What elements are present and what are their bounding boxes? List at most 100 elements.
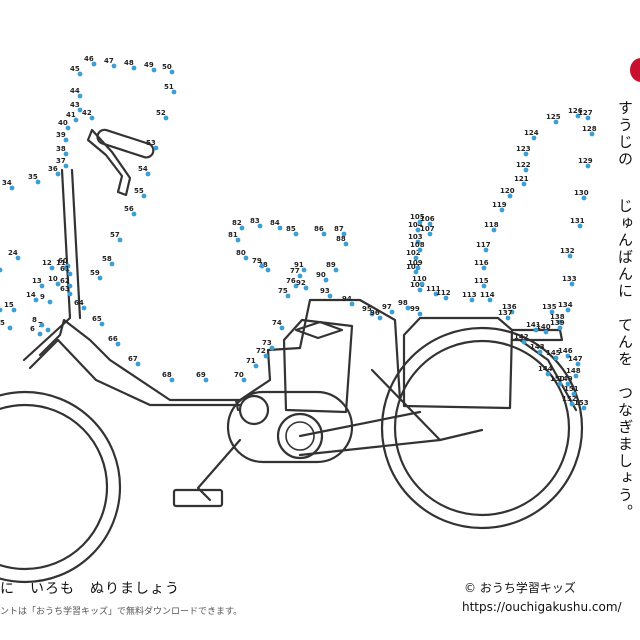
dot-point: 35 xyxy=(28,173,41,185)
dot-number: 71 xyxy=(246,357,256,365)
dot-number: 84 xyxy=(270,219,280,227)
dot-point: 95 xyxy=(362,305,375,317)
dot-point: 37 xyxy=(56,157,69,169)
dot-marker xyxy=(343,241,349,247)
dot-number: 103 xyxy=(408,233,423,241)
dot-marker xyxy=(543,329,549,335)
dot-number: 106 xyxy=(420,215,435,223)
dot-point: 103 xyxy=(408,233,423,245)
color-prompt: に いろも ぬりましょう xyxy=(0,581,180,597)
dot-marker xyxy=(131,211,137,217)
dot-point: 72 xyxy=(256,347,269,359)
dot-marker xyxy=(115,341,121,347)
dot-point: 67 xyxy=(128,355,141,367)
dot-number: 139 xyxy=(550,319,565,327)
dot-marker xyxy=(239,225,245,231)
dot-point: 77 xyxy=(290,267,303,279)
dot-point: 109 xyxy=(408,259,423,271)
dot-number: 141 xyxy=(526,321,541,329)
dot-number: 66 xyxy=(108,335,118,343)
dot-point: 9 xyxy=(40,293,53,305)
dot-point: 82 xyxy=(232,219,245,231)
dot-marker xyxy=(405,305,411,311)
dot-marker xyxy=(415,239,421,245)
dot-marker xyxy=(9,185,15,191)
dot-marker xyxy=(565,353,571,359)
dot-marker xyxy=(571,391,577,397)
site-url[interactable]: https://ouchigakushu.com/ xyxy=(462,600,622,614)
dot-marker xyxy=(39,322,45,328)
dot-number: 87 xyxy=(334,225,344,233)
dot-marker xyxy=(0,307,3,313)
dot-marker xyxy=(523,167,529,173)
dot-point: 130 xyxy=(574,189,589,201)
dot-marker xyxy=(341,231,347,237)
dot-point: 10 xyxy=(48,275,61,287)
dot-number: 65 xyxy=(92,315,102,323)
dot-number: 144 xyxy=(538,365,553,373)
dot-number: 8 xyxy=(32,316,37,324)
dot-marker xyxy=(145,171,151,177)
dot-marker xyxy=(573,373,579,379)
dot-point: 55 xyxy=(134,187,147,199)
dot-number: 68 xyxy=(162,371,172,379)
dot-marker xyxy=(303,285,309,291)
dot-marker xyxy=(77,107,83,113)
dot-point: 94 xyxy=(342,295,355,307)
dot-number: 38 xyxy=(56,145,66,153)
dot-number: 117 xyxy=(476,241,491,249)
dot-marker xyxy=(557,381,563,387)
dot-point: 49 xyxy=(144,61,157,73)
dot-marker xyxy=(327,293,333,299)
dot-point: 143 xyxy=(530,343,545,355)
dot-point: 111 xyxy=(426,285,441,297)
dot-number: 82 xyxy=(232,219,242,227)
dot-number: 137 xyxy=(498,309,513,317)
dot-number: 95 xyxy=(362,305,372,313)
dot-number: 138 xyxy=(550,313,565,321)
dot-number: 101 xyxy=(406,263,421,271)
dot-marker xyxy=(537,349,543,355)
dot-point: 139 xyxy=(550,319,565,331)
dot-number: 115 xyxy=(474,277,489,285)
dot-marker xyxy=(565,381,571,387)
dot-point: 84 xyxy=(270,219,283,231)
dot-point: 107 xyxy=(420,225,435,237)
dot-marker xyxy=(389,309,395,315)
dot-number: 67 xyxy=(128,355,138,363)
dot-number: 47 xyxy=(104,57,114,65)
dot-point: 15 xyxy=(4,301,17,313)
dot-marker xyxy=(65,125,71,131)
dot-number: 90 xyxy=(316,271,326,279)
dot-number: 58 xyxy=(102,255,112,263)
dot-number: 122 xyxy=(516,161,531,169)
dot-number: 142 xyxy=(514,333,529,341)
dot-point: 142 xyxy=(514,333,529,345)
dot-point: 76 xyxy=(286,277,299,289)
dot-number: 44 xyxy=(70,87,80,95)
dot-marker xyxy=(293,283,299,289)
dot-number: 64 xyxy=(74,299,84,307)
dot-marker xyxy=(293,231,299,237)
dot-number: 13 xyxy=(32,277,42,285)
dot-number: 149 xyxy=(558,375,573,383)
dot-marker xyxy=(65,263,71,269)
dot-number: 150 xyxy=(550,375,565,383)
dot-number: 92 xyxy=(296,279,306,287)
dot-point: 73 xyxy=(262,339,275,351)
dot-point: 48 xyxy=(124,59,137,71)
corner-mark xyxy=(630,58,640,82)
dot-marker xyxy=(569,281,575,287)
dot-point: 148 xyxy=(566,367,581,379)
dot-marker xyxy=(499,207,505,213)
dot-point: 136 xyxy=(502,303,517,315)
dot-number: 97 xyxy=(382,303,392,311)
dot-number: 14 xyxy=(26,291,36,299)
dot-number: 112 xyxy=(436,289,451,297)
dot-marker xyxy=(73,117,79,123)
dot-point: 40 xyxy=(58,119,71,131)
dot-point: 57 xyxy=(110,231,123,243)
dot-number: 60 xyxy=(58,257,68,265)
dot-point: 141 xyxy=(526,321,541,333)
